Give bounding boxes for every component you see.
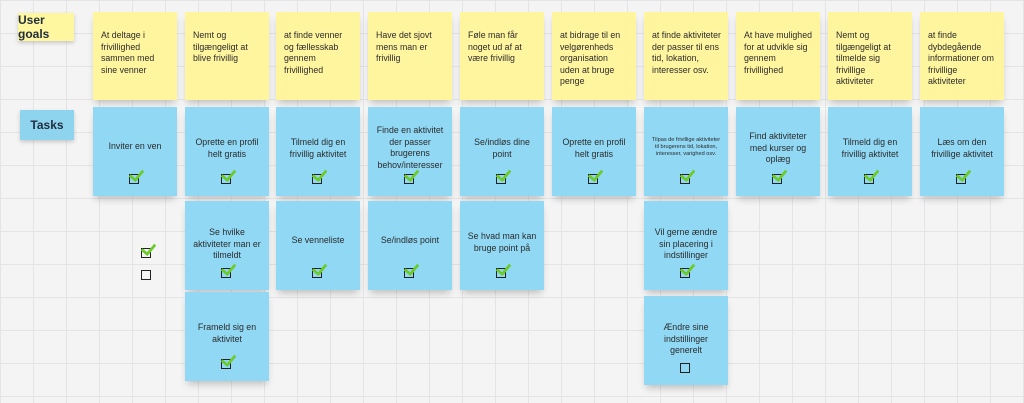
goal-text: At have mulighed for at udvikle sig genn… (744, 30, 812, 75)
task-note-2-3[interactable]: Se/indløs point (368, 201, 452, 290)
task-note-1-6[interactable]: Oprette en profil helt gratis (552, 107, 636, 196)
checkbox-checked-icon[interactable] (587, 165, 604, 184)
goal-text: Have det sjovt mens man er frivillig (376, 30, 432, 63)
task-text: Frameld sig en aktivitet (197, 322, 257, 344)
checkbox-checked-icon[interactable] (220, 165, 237, 184)
checkbox-empty-icon[interactable] (680, 363, 690, 373)
goal-text: at finde dybdegående informationer om fr… (928, 30, 995, 86)
task-note-2-4[interactable]: Se hvad man kan bruge point på (460, 201, 544, 290)
goal-text: Nemt og tilgængeligt at blive frivillig (193, 30, 248, 63)
check-icon (311, 165, 328, 183)
checkbox-checked-icon[interactable] (220, 259, 237, 278)
goal-note-1[interactable]: At deltage i frivillighed sammen med sin… (93, 12, 177, 100)
task-note-3-1[interactable]: Frameld sig en aktivitet (185, 292, 269, 381)
checkbox-checked-icon[interactable] (495, 259, 512, 278)
check-icon (403, 259, 420, 277)
goal-note-6[interactable]: at bidrage til en velgørenheds organisat… (552, 12, 636, 100)
task-note-2-5[interactable]: Vil gerne ændre sin placering i indstill… (644, 201, 728, 290)
check-icon (495, 165, 512, 183)
check-icon (495, 259, 512, 277)
check-icon (311, 259, 328, 277)
task-text: Oprette en profil helt gratis (195, 137, 259, 159)
task-text: Læs om den frivillige aktivitet (931, 137, 993, 159)
goal-note-5[interactable]: Føle man får noget ud af at være frivill… (460, 12, 544, 100)
task-text: Vil gerne ændre sin placering i indstill… (654, 227, 718, 260)
task-note-1-1[interactable]: Inviter en ven (93, 107, 177, 196)
legend-checkbox-checked-icon[interactable] (140, 239, 157, 258)
task-text: Ændre sine indstillinger generelt (663, 322, 709, 355)
task-note-1-3[interactable]: Tilmeld dig en frivillig aktivitet (276, 107, 360, 196)
goal-note-7[interactable]: at finde aktiviteter der passer til ens … (644, 12, 728, 100)
task-note-2-1[interactable]: Se hvilke aktiviteter man er tilmeldt (185, 201, 269, 290)
check-icon (128, 165, 145, 183)
legend-checkbox-empty-icon[interactable] (141, 270, 151, 280)
checkbox-checked-icon[interactable] (403, 165, 420, 184)
task-note-1-8[interactable]: Find aktiviteter med kurser og oplæg (736, 107, 820, 196)
check-icon (220, 259, 237, 277)
task-text: Se hvad man kan bruge point på (467, 231, 537, 253)
task-text: Se/indløs point (380, 235, 440, 245)
task-text: Find aktiviteter med kurser og oplæg (749, 131, 807, 164)
checkbox-checked-icon[interactable] (311, 165, 328, 184)
checkbox-checked-icon[interactable] (128, 165, 145, 184)
tasks-label[interactable]: Tasks (20, 110, 74, 140)
check-icon (771, 165, 788, 183)
goal-text: Nemt og tilgængeligt at tilmelde sig fri… (836, 30, 891, 86)
task-note-1-7[interactable]: Tilpas de frivillige aktiviteter til bru… (644, 107, 728, 196)
task-text: Finde en aktivitet der passer brugerens … (376, 125, 444, 170)
checkbox-checked-icon[interactable] (311, 259, 328, 278)
check-icon (679, 165, 696, 183)
checkbox-checked-icon[interactable] (403, 259, 420, 278)
goal-text: at finde venner og fællesskab gennem fri… (284, 30, 343, 75)
goal-note-2[interactable]: Nemt og tilgængeligt at blive frivillig (185, 12, 269, 100)
goal-note-9[interactable]: Nemt og tilgængeligt at tilmelde sig fri… (828, 12, 912, 100)
task-note-1-2[interactable]: Oprette en profil helt gratis (185, 107, 269, 196)
checkbox-checked-icon[interactable] (220, 350, 237, 369)
check-icon (587, 165, 604, 183)
check-icon (220, 350, 237, 368)
task-note-1-10[interactable]: Læs om den frivillige aktivitet (920, 107, 1004, 196)
checkbox-checked-icon[interactable] (863, 165, 880, 184)
goal-text: at bidrage til en velgørenheds organisat… (560, 30, 621, 86)
task-text: Inviter en ven (108, 141, 162, 151)
task-note-3-2[interactable]: Ændre sine indstillinger generelt (644, 296, 728, 385)
task-text: Se hvilke aktiviteter man er tilmeldt (193, 227, 261, 260)
check-icon (863, 165, 880, 183)
user-goals-label[interactable]: User goals (18, 13, 74, 41)
task-note-1-5[interactable]: Se/indløs dine point (460, 107, 544, 196)
check-icon (140, 239, 157, 257)
task-text: Tilpas de frivillige aktiviteter til bru… (651, 137, 721, 158)
goal-text: At deltage i frivillighed sammen med sin… (101, 30, 155, 75)
checkbox-checked-icon[interactable] (679, 259, 696, 278)
goal-text: Føle man får noget ud af at være frivill… (468, 30, 522, 63)
check-icon (220, 165, 237, 183)
check-icon (679, 259, 696, 277)
task-text: Tilmeld dig en frivillig aktivitet (289, 137, 347, 159)
task-text: Se venneliste (291, 235, 345, 245)
goal-note-8[interactable]: At have mulighed for at udvikle sig genn… (736, 12, 820, 100)
goal-note-4[interactable]: Have det sjovt mens man er frivillig (368, 12, 452, 100)
task-note-2-2[interactable]: Se venneliste (276, 201, 360, 290)
checkbox-checked-icon[interactable] (495, 165, 512, 184)
goal-note-3[interactable]: at finde venner og fællesskab gennem fri… (276, 12, 360, 100)
task-note-1-4[interactable]: Finde en aktivitet der passer brugerens … (368, 107, 452, 196)
checkbox-checked-icon[interactable] (955, 165, 972, 184)
task-text: Se/indløs dine point (474, 137, 530, 159)
checkbox-checked-icon[interactable] (679, 165, 696, 184)
task-text: Oprette en profil helt gratis (562, 137, 626, 159)
task-note-1-9[interactable]: Tilmeld dig en frivillig aktivitet (828, 107, 912, 196)
checkbox-checked-icon[interactable] (771, 165, 788, 184)
goal-text: at finde aktiviteter der passer til ens … (652, 30, 721, 75)
task-text: Tilmeld dig en frivillig aktivitet (841, 137, 899, 159)
check-icon (955, 165, 972, 183)
goal-note-10[interactable]: at finde dybdegående informationer om fr… (920, 12, 1004, 100)
